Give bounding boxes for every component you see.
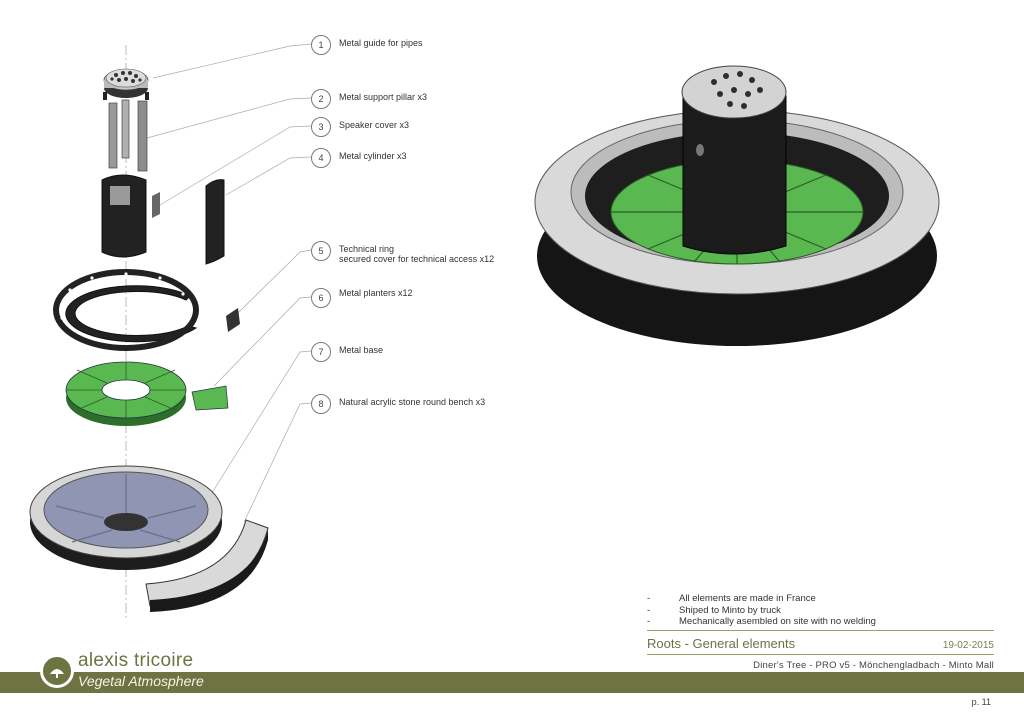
callout-number: 1 — [311, 35, 331, 55]
note-text: All elements are made in France — [679, 593, 816, 604]
brand-logo: alexis tricoire Vegetal Atmosphere — [40, 651, 204, 691]
callout-label: Metal support pillar x3 — [339, 92, 428, 102]
base-and-bench — [29, 465, 269, 612]
document-title: Roots - General elements — [647, 636, 796, 651]
logo-text: alexis tricoire Vegetal Atmosphere — [78, 651, 204, 691]
callout-4: 4 Metal cylinder x3 — [311, 148, 407, 168]
callout-label-line1: Technical ring — [339, 244, 395, 254]
note-text: Mechanically asembled on site with no we… — [679, 616, 876, 627]
support-pillars — [108, 99, 148, 172]
brand-name: alexis tricoire — [78, 650, 194, 671]
callout-2: 2 Metal support pillar x3 — [311, 89, 427, 109]
callout-label: Metal base — [339, 345, 384, 355]
note-item: - Mechanically asembled on site with no … — [647, 616, 876, 628]
title-row: Roots - General elements 19-02-2015 — [647, 636, 994, 651]
callout-8: 8 Natural acrylic stone round bench x3 — [311, 394, 485, 414]
callout-label: Metal guide for pipes — [339, 38, 423, 48]
metal-planters — [65, 361, 229, 426]
note-item: - All elements are made in France — [647, 593, 876, 605]
callout-7: 7 Metal base — [311, 342, 383, 362]
callout-label: Natural acrylic stone round bench x3 — [339, 397, 486, 407]
callout-6: 6 Metal planters x12 — [311, 288, 413, 308]
callout-number: 4 — [311, 148, 331, 168]
assembled-view — [534, 65, 940, 346]
note-dash: - — [647, 593, 651, 604]
page-number: p. 11 — [971, 697, 991, 707]
leader-lines — [146, 43, 312, 523]
callout-label: Speaker cover x3 — [339, 120, 410, 130]
document-date: 19-02-2015 — [942, 640, 994, 651]
callout-number: 3 — [311, 117, 331, 137]
brand-tagline: Vegetal Atmosphere — [78, 673, 204, 689]
note-text: Shiped to Minto by truck — [679, 604, 781, 616]
callout-number: 6 — [311, 288, 331, 308]
cylinder-segments — [101, 174, 225, 265]
callout-label: Metal cylinder x3 — [339, 151, 407, 161]
note-dash: - — [647, 616, 651, 627]
technical-ring — [53, 269, 240, 351]
callout-label-line2: secured cover for technical access x12 — [339, 254, 495, 264]
note-item: - Shiped to Minto by truck — [647, 605, 876, 617]
callout-number: 8 — [311, 394, 331, 414]
logo-tree-icon — [40, 654, 74, 688]
callout-number: 5 — [311, 241, 331, 261]
project-info: Diner's Tree - PRO v5 - Mönchengladbach … — [753, 660, 994, 671]
callout-number: 2 — [311, 89, 331, 109]
tree-icon — [50, 669, 64, 678]
footer-band — [0, 672, 1024, 693]
title-top-rule — [647, 630, 994, 631]
callout-5: 5 Technical ring secured cover for techn… — [311, 241, 494, 264]
metal-guide-part — [103, 68, 149, 100]
title-block: Roots - General elements 19-02-2015 Dine… — [647, 630, 994, 671]
callout-1: 1 Metal guide for pipes — [311, 35, 423, 55]
callout-3: 3 Speaker cover x3 — [311, 117, 409, 137]
note-dash: - — [647, 604, 651, 616]
title-bottom-rule — [647, 654, 994, 655]
callout-number: 7 — [311, 342, 331, 362]
callout-label: Technical ring secured cover for technic… — [339, 241, 494, 264]
notes-list: - All elements are made in France - Ship… — [647, 593, 876, 628]
callout-label: Metal planters x12 — [339, 288, 413, 298]
